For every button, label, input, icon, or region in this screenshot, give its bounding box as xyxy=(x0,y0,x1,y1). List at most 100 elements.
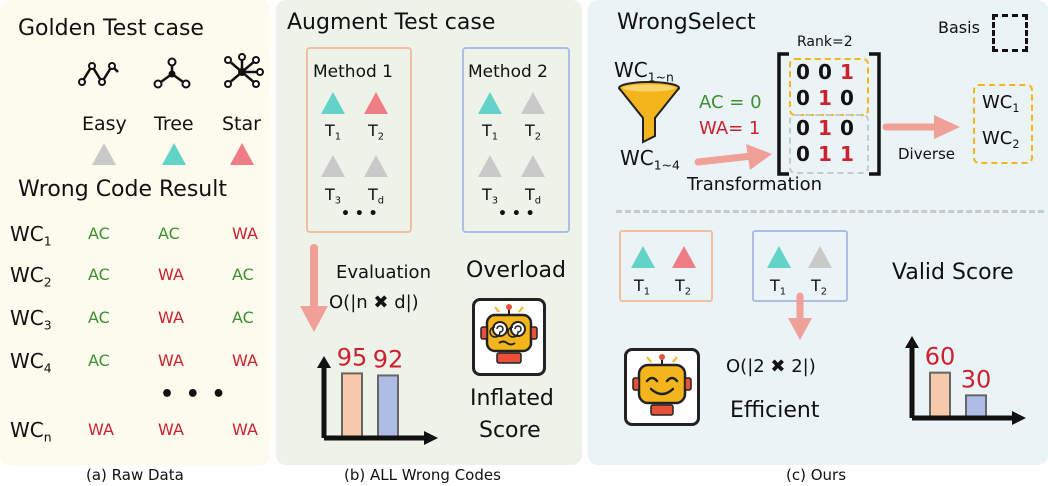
tree-graph-icon xyxy=(153,57,191,89)
complexity-b: O(|n ✖ d|) xyxy=(329,292,419,313)
section-divider xyxy=(616,210,1044,213)
method1-label: Method 1 xyxy=(313,62,393,82)
test-label: T2 xyxy=(525,121,542,143)
diverse-label: Diverse xyxy=(898,145,956,163)
selected-wc-box xyxy=(973,84,1033,164)
x-axis-arrowhead xyxy=(424,431,438,445)
efficient-arrow xyxy=(788,292,812,340)
result-cell: AC xyxy=(88,224,110,243)
rank-label: Rank=2 xyxy=(797,34,853,50)
matrix-cell: 0 xyxy=(796,116,810,140)
test-triangle-icon xyxy=(321,155,345,177)
test-triangle-icon xyxy=(767,246,791,268)
test-triangle-icon xyxy=(478,92,502,114)
wrong-code-row-label: WC4 xyxy=(10,349,52,376)
chart-bar xyxy=(377,374,399,439)
method2-dots: • • • xyxy=(498,206,535,222)
result-cell: WA xyxy=(158,265,184,284)
wrongselect-title: WrongSelect xyxy=(617,10,756,35)
triangle-icon-star xyxy=(230,143,254,165)
caption-raw-data: (a) Raw Data xyxy=(86,466,184,484)
result-cell: WA xyxy=(232,224,258,243)
caption-ours: (c) Ours xyxy=(786,466,847,484)
test-triangle-icon xyxy=(364,92,388,114)
transformation-label: Transformation xyxy=(687,174,823,195)
matrix-cell: 1 xyxy=(818,142,832,166)
method1-dots: • • • xyxy=(341,206,378,222)
test-triangle-icon xyxy=(808,246,832,268)
test-label: T1 xyxy=(325,121,342,143)
triangle-icon-tree xyxy=(162,143,186,165)
selected-tests-box-1 xyxy=(619,230,713,302)
result-cell: WA xyxy=(158,420,184,439)
wc-input-label: WC1~n xyxy=(614,58,674,85)
augment-test-title: Augment Test case xyxy=(287,10,496,35)
result-cell: AC xyxy=(88,351,110,370)
ac-legend: AC = 0 xyxy=(699,92,762,113)
matrix-cell: 0 xyxy=(796,142,810,166)
method1-box xyxy=(306,47,412,233)
score-label: Score xyxy=(479,418,541,443)
test-label: T2 xyxy=(368,121,385,143)
graph-type-star: Star xyxy=(222,113,261,135)
bar-value-label: 60 xyxy=(925,343,956,371)
test-label: T1 xyxy=(634,276,651,298)
complexity-c: O(|2 ✖ 2|) xyxy=(726,356,816,377)
result-cell: WA xyxy=(232,420,258,439)
x-axis-arrowhead xyxy=(1012,411,1026,425)
triangle-icon-easy xyxy=(92,143,116,165)
transformation-arrow xyxy=(694,144,772,170)
graph-type-easy: Easy xyxy=(82,113,127,135)
result-cell: AC xyxy=(158,224,180,243)
star-graph-icon xyxy=(224,53,264,88)
test-triangle-icon xyxy=(321,92,345,114)
matrix-cell: 1 xyxy=(840,142,854,166)
test-triangle-icon xyxy=(521,155,545,177)
result-cell: AC xyxy=(232,308,254,327)
overloaded-robot-icon xyxy=(472,298,546,376)
redundant-rows-box xyxy=(789,114,869,174)
wrong-code-row-label: WC2 xyxy=(10,263,52,290)
test-label: Td xyxy=(525,185,542,207)
diverse-arrow xyxy=(882,115,960,139)
test-label: T2 xyxy=(675,276,692,298)
efficient-label: Efficient xyxy=(730,398,820,423)
wrong-code-row-label: WC1 xyxy=(10,222,52,249)
test-triangle-icon xyxy=(672,246,696,268)
panel-a-background xyxy=(0,0,270,465)
bar-value-label: 92 xyxy=(373,345,404,373)
test-label: T1 xyxy=(482,121,499,143)
method2-label: Method 2 xyxy=(468,62,548,82)
bar-value-label: 95 xyxy=(337,343,368,371)
bar-value-label: 30 xyxy=(961,365,992,393)
wc-output-label: WC1~4 xyxy=(620,146,680,173)
funnel-icon xyxy=(618,81,680,144)
valid-score-label: Valid Score xyxy=(892,260,1014,285)
matrix-cell: 0 xyxy=(796,60,810,84)
chart-bar xyxy=(929,371,951,419)
test-label: T1 xyxy=(770,276,787,298)
matrix-cell: 1 xyxy=(818,116,832,140)
wrong-code-result-title: Wrong Code Result xyxy=(18,177,227,202)
easy-graph-icon xyxy=(78,62,119,86)
selected-wc2: WC2 xyxy=(982,128,1020,151)
chart-bar xyxy=(341,372,363,439)
matrix-cell: 0 xyxy=(818,60,832,84)
graph-type-tree: Tree xyxy=(154,113,194,135)
golden-test-title: Golden Test case xyxy=(18,16,204,41)
inflated-label: Inflated xyxy=(470,386,554,411)
down-arrow xyxy=(300,244,328,332)
test-triangle-icon xyxy=(631,246,655,268)
matrix-cell: 1 xyxy=(818,86,832,110)
result-cell: AC xyxy=(88,265,110,284)
matrix-cell: 0 xyxy=(840,116,854,140)
result-cell: WA xyxy=(88,420,114,439)
wrong-code-row-label: WC3 xyxy=(10,306,52,333)
test-label: T3 xyxy=(482,185,499,207)
test-triangle-icon xyxy=(478,155,502,177)
y-axis-arrowhead xyxy=(905,336,919,348)
matrix-brackets xyxy=(777,52,881,176)
overload-label: Overload xyxy=(466,258,566,283)
